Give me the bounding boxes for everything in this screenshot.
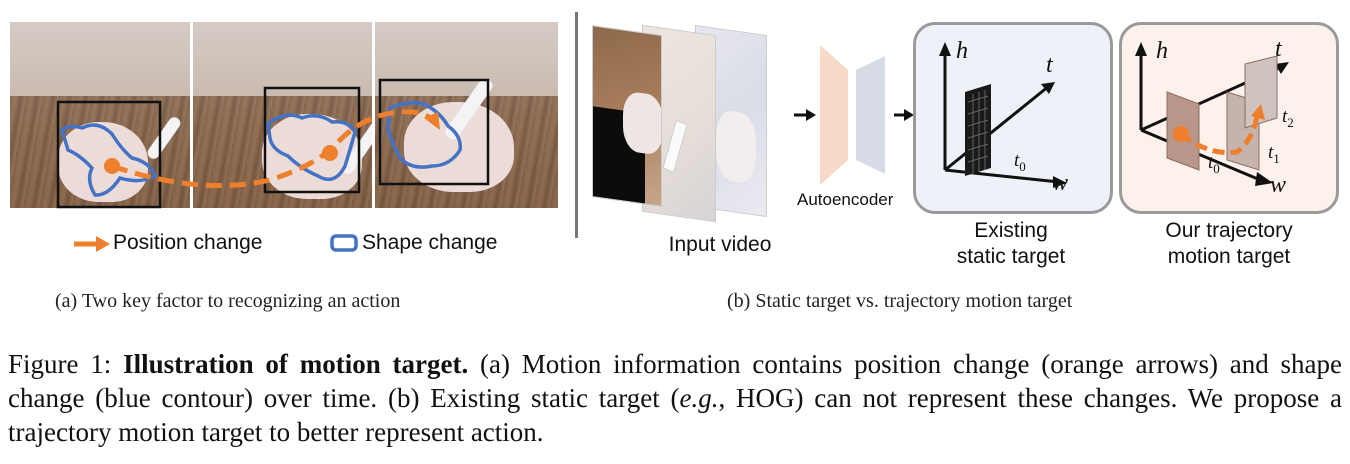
position-trajectory [111,109,439,189]
trajectory-arrowhead [424,112,440,130]
traj-label-line-1: Our trajectory [1165,219,1293,242]
static-label-line-1: Existing [974,219,1048,242]
panel-a-overlay [56,78,490,209]
caption-eg: e.g. [679,383,719,413]
arrow-icon [794,109,816,121]
static-label-line-2: static target [956,245,1066,268]
orange-arrow-icon [74,236,110,252]
subcaption-a: (a) Two key factor to recognizing an act… [55,290,401,312]
traj-axis-t: t [1275,36,1282,62]
traj-dot [1173,126,1189,142]
video-frame-3 [374,22,558,208]
arrow-icon [894,109,914,121]
static-axis-t: t [1046,52,1053,78]
position-dot-1 [104,158,120,174]
figure-caption: Figure 1: Illustration of motion target.… [8,347,1342,449]
input-video-label: Input video [668,233,772,256]
bbox-frame-3 [378,78,490,186]
static-t0-label: t0 [1014,150,1026,174]
legend-position-change: Position change [113,231,263,254]
encoder-block [820,45,848,185]
autoencoder-label: Autoencoder [797,190,894,209]
hand-contour-3 [386,100,462,169]
caption-prefix: Figure 1: [8,349,124,379]
static-target-axes [939,42,1067,188]
traj-patch-3 [1244,55,1278,129]
traj-t2-label: t2 [1282,106,1294,130]
panel-divider [575,12,578,238]
caption-part-2: , HOG) can not represent these changes. … [8,383,1342,447]
hand-contour-1 [59,123,158,197]
traj-path [1179,115,1260,156]
legend-shape-change: Shape change [362,231,498,254]
autoencoder-diagram [794,45,914,185]
traj-t0-label: t0 [1208,152,1220,176]
bbox-frame-1 [56,100,162,209]
subcaption-b: (b) Static target vs. trajectory motion … [727,290,1073,312]
bbox-frame-2 [263,86,361,194]
traj-t1-label: t1 [1268,142,1280,166]
position-dot-2 [322,145,338,161]
traj-axis-w: w [1270,172,1287,198]
input-frame-1 [592,25,662,207]
trajectory-target-label: Our trajectory motion target [1119,218,1339,270]
caption-part-1: (a) Motion information contains position… [8,349,1343,413]
static-axis-w: w [1052,170,1069,196]
caption-title: Illustration of motion target. [123,349,469,379]
hand-contour-2 [266,113,357,182]
traj-axis-h: h [1156,38,1168,64]
traj-label-line-2: motion target [1167,245,1291,268]
trajectory-target-axes [1135,42,1289,186]
blue-contour-icon [330,234,358,252]
static-axis-h: h [956,38,968,64]
static-target-label: Existing static target [913,218,1109,270]
decoder-block [856,56,885,174]
